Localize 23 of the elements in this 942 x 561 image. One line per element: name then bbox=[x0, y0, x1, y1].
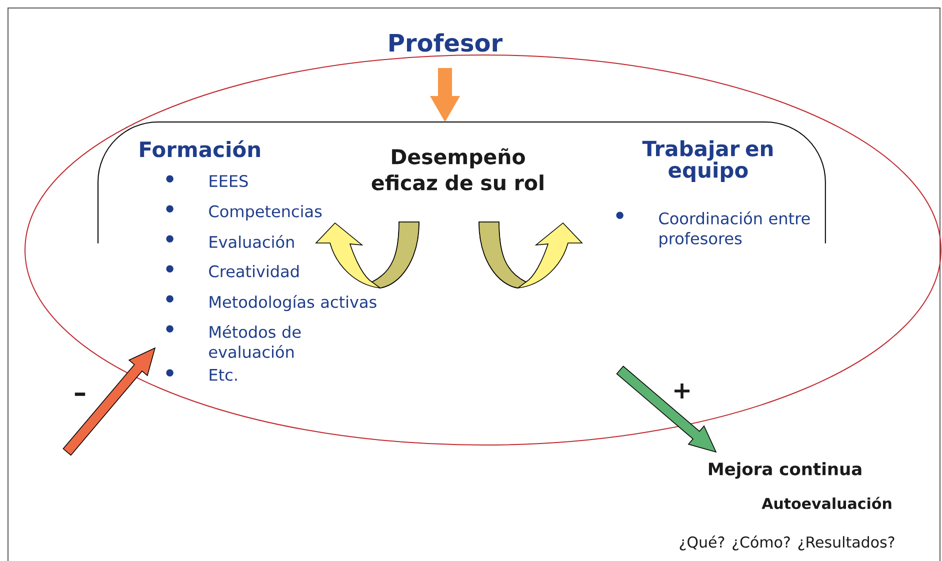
bullet-item: Creatividad bbox=[166, 265, 299, 278]
curved-arrow bbox=[478, 222, 582, 288]
subtitle: Autoevaluación bbox=[762, 496, 892, 510]
bullet-item: Métodos de evaluación bbox=[166, 324, 301, 358]
minus-sign: – bbox=[74, 392, 86, 396]
bullet-item: Coordinación entre profesores bbox=[616, 211, 810, 248]
plus-sign: + bbox=[674, 383, 690, 399]
ellipse-outline bbox=[24, 54, 942, 446]
central-text: Desempeño eficaz de su rol bbox=[372, 148, 544, 190]
heading: Formación bbox=[140, 140, 260, 158]
heading: Profesor bbox=[390, 33, 503, 52]
curved-arrow bbox=[316, 222, 420, 288]
result-text: Mejora continua bbox=[708, 462, 862, 479]
bullet-item: Etc. bbox=[166, 369, 237, 381]
bullet-item: EEES bbox=[166, 175, 248, 188]
arrow bbox=[430, 68, 460, 122]
bullet-item: Evaluación bbox=[166, 235, 294, 248]
bullet-item: Competencias bbox=[166, 205, 322, 220]
arrow bbox=[616, 366, 717, 453]
bullet-item: Metodologías activas bbox=[166, 294, 376, 312]
question-text: ¿Qué? ¿Cómo? ¿Resultados? bbox=[680, 536, 894, 550]
arrow bbox=[62, 347, 156, 456]
heading: Trabajar en equipo bbox=[642, 140, 773, 182]
